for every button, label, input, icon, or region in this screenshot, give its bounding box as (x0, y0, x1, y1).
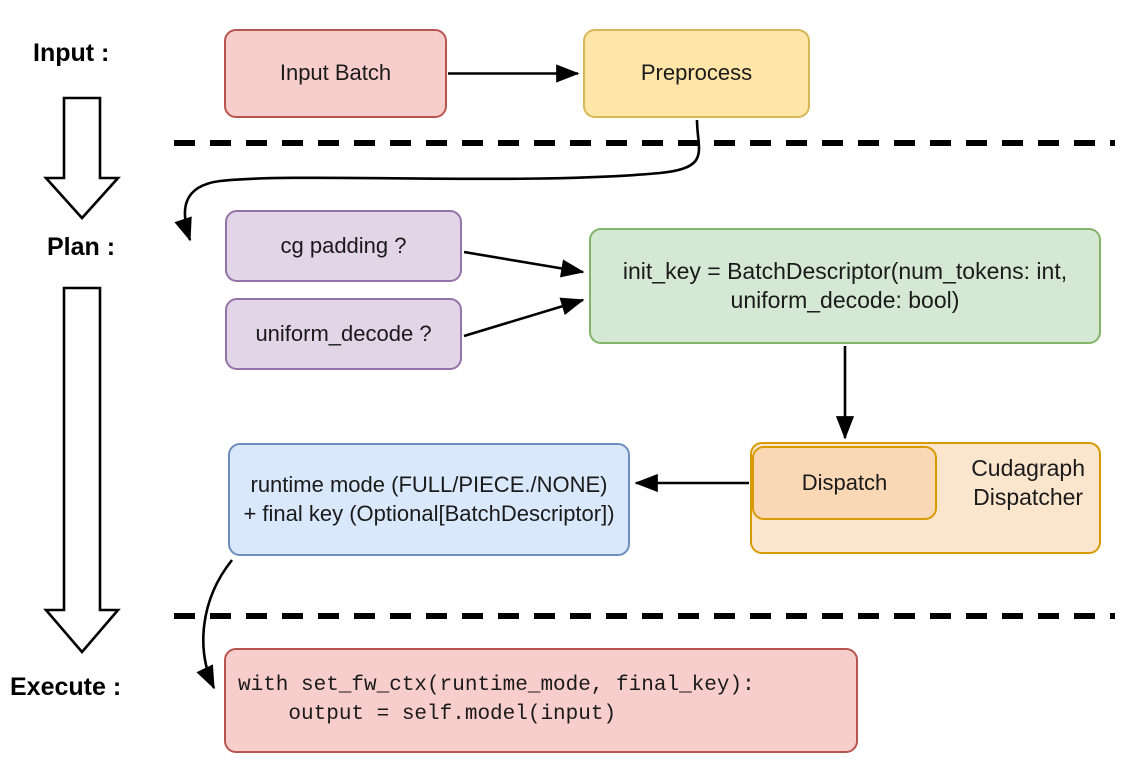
input-to-plan-arrow (43, 96, 121, 220)
plan-to-execute-arrow (43, 286, 121, 654)
stage-label-plan: Plan : (47, 233, 116, 261)
edge-cg-padding-to-init-key (463, 250, 585, 278)
edge-uniform-decode-to-init-key (463, 297, 585, 338)
node-code-block-forward-context[interactable]: with set_fw_ctx(runtime_mode, final_key)… (224, 648, 858, 753)
node-init-key-batchdescriptor[interactable]: init_key = BatchDescriptor(num_tokens: i… (589, 228, 1101, 344)
stage-label-execute: Execute : (10, 673, 122, 701)
node-preprocess[interactable]: Preprocess (583, 29, 810, 118)
node-input-batch[interactable]: Input Batch (224, 29, 447, 118)
node-uniform-decode[interactable]: uniform_decode ? (225, 298, 462, 370)
stage-label-input: Input : (33, 39, 110, 67)
node-runtime-mode-final-key[interactable]: runtime mode (FULL/PIECE./NONE) + final … (228, 443, 630, 556)
node-dispatch[interactable]: Dispatch (752, 446, 937, 520)
node-cg-padding[interactable]: cg padding ? (225, 210, 462, 282)
